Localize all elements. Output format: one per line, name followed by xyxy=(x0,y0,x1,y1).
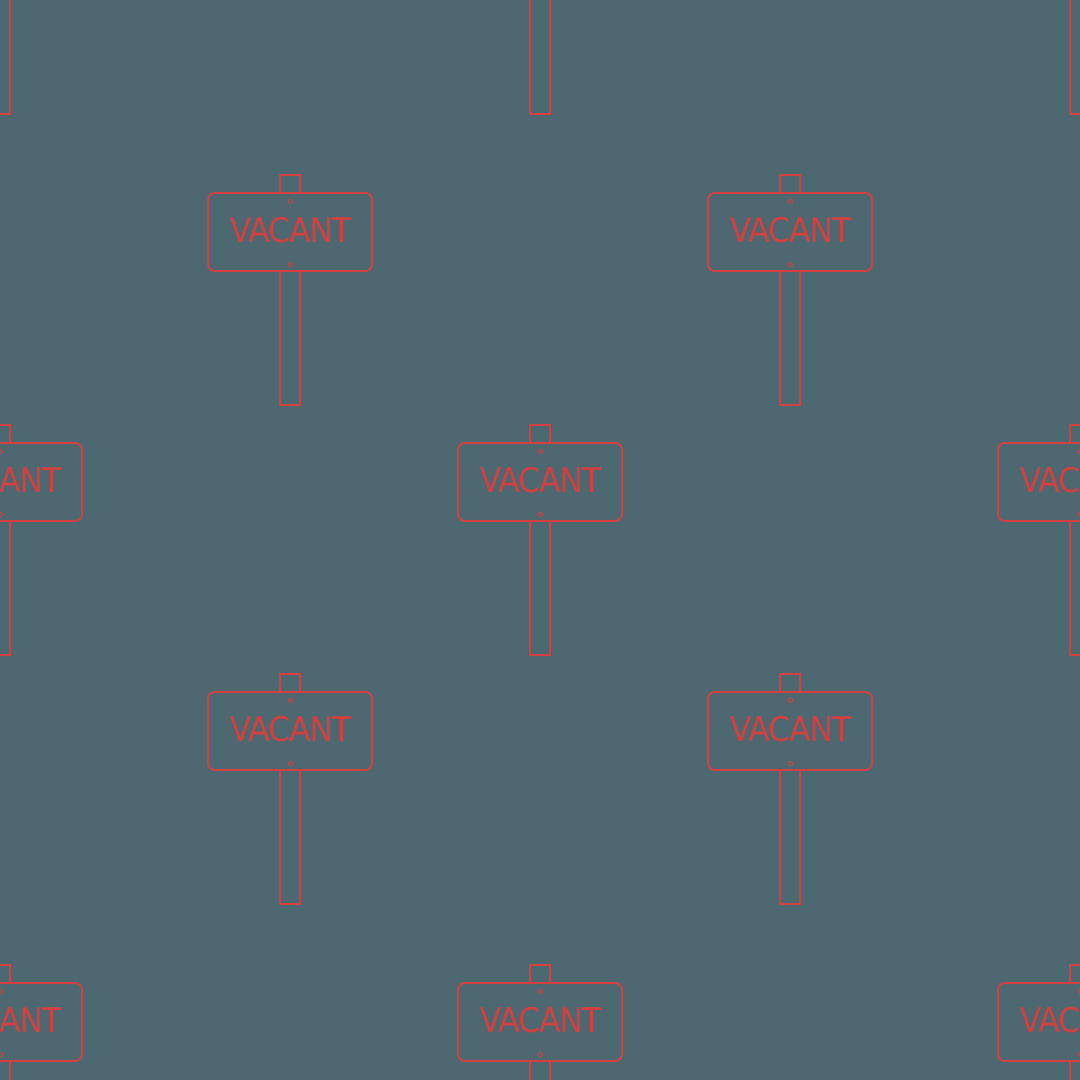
sign-post xyxy=(279,771,301,905)
sign-board: VACANT xyxy=(707,192,873,272)
sign-post-cap xyxy=(279,174,301,192)
sign-board: VACANT xyxy=(997,442,1080,522)
sign-post-cap xyxy=(779,174,801,192)
sign-bolt-hole-top xyxy=(538,989,543,994)
sign-bolt-hole-bottom xyxy=(1078,1052,1080,1057)
sign-label: VACANT xyxy=(1019,1001,1080,1041)
vacant-sign-icon: VACANT xyxy=(997,964,1080,1080)
sign-bolt-hole-top xyxy=(788,698,793,703)
vacant-sign-icon: VACANT xyxy=(0,964,83,1080)
vacant-sign-icon: VACANT xyxy=(707,673,873,905)
sign-label: VACANT xyxy=(229,211,351,251)
sign-label: VACANT xyxy=(0,1001,61,1041)
vacant-sign-icon: VACANT xyxy=(207,673,373,905)
sign-post xyxy=(1069,0,1080,115)
sign-post-cap xyxy=(1069,964,1080,982)
sign-bolt-hole-top xyxy=(288,199,293,204)
sign-post xyxy=(0,0,11,115)
sign-post-cap xyxy=(529,424,551,442)
sign-bolt-hole-bottom xyxy=(788,262,793,267)
sign-label: VACANT xyxy=(0,461,61,501)
sign-bolt-hole-bottom xyxy=(1078,512,1080,517)
sign-label: VACANT xyxy=(229,710,351,750)
sign-post xyxy=(0,1062,11,1080)
sign-post xyxy=(0,522,11,656)
sign-bolt-hole-top xyxy=(288,698,293,703)
vacant-sign-icon: VACANT xyxy=(457,0,623,115)
sign-board: VACANT xyxy=(457,442,623,522)
sign-bolt-hole-bottom xyxy=(0,1052,3,1057)
sign-post-cap xyxy=(779,673,801,691)
sign-post xyxy=(1069,522,1080,656)
sign-bolt-hole-top xyxy=(0,989,3,994)
sign-post xyxy=(529,0,551,115)
sign-board: VACANT xyxy=(207,192,373,272)
vacant-sign-icon: VACANT xyxy=(0,424,83,656)
vacant-sign-icon: VACANT xyxy=(207,174,373,406)
sign-post xyxy=(529,1062,551,1080)
sign-label: VACANT xyxy=(479,1001,601,1041)
vacant-sign-icon: VACANT xyxy=(457,964,623,1080)
sign-bolt-hole-top xyxy=(1078,989,1080,994)
sign-bolt-hole-bottom xyxy=(788,761,793,766)
sign-board: VACANT xyxy=(0,442,83,522)
vacant-sign-icon: VACANT xyxy=(997,424,1080,656)
vacant-sign-icon: VACANT xyxy=(457,424,623,656)
sign-bolt-hole-bottom xyxy=(0,512,3,517)
sign-post xyxy=(279,272,301,406)
vacant-sign-icon: VACANT xyxy=(997,0,1080,115)
sign-bolt-hole-bottom xyxy=(538,512,543,517)
sign-label: VACANT xyxy=(729,211,851,251)
sign-post-cap xyxy=(1069,424,1080,442)
sign-board: VACANT xyxy=(707,691,873,771)
vacant-sign-icon: VACANT xyxy=(0,0,83,115)
sign-bolt-hole-bottom xyxy=(538,1052,543,1057)
sign-post-cap xyxy=(0,964,11,982)
sign-post-cap xyxy=(529,964,551,982)
vacant-sign-icon: VACANT xyxy=(707,174,873,406)
sign-bolt-hole-bottom xyxy=(288,761,293,766)
sign-label: VACANT xyxy=(729,710,851,750)
sign-bolt-hole-top xyxy=(1078,449,1080,454)
sign-post xyxy=(779,771,801,905)
sign-bolt-hole-top xyxy=(0,449,3,454)
sign-post xyxy=(1069,1062,1080,1080)
sign-post xyxy=(529,522,551,656)
sign-bolt-hole-top xyxy=(788,199,793,204)
sign-post-cap xyxy=(279,673,301,691)
sign-bolt-hole-bottom xyxy=(288,262,293,267)
sign-label: VACANT xyxy=(1019,461,1080,501)
sign-post-cap xyxy=(0,424,11,442)
sign-label: VACANT xyxy=(479,461,601,501)
sign-board: VACANT xyxy=(457,982,623,1062)
sign-post xyxy=(779,272,801,406)
sign-board: VACANT xyxy=(997,982,1080,1062)
sign-board: VACANT xyxy=(207,691,373,771)
sign-board: VACANT xyxy=(0,982,83,1062)
sign-bolt-hole-top xyxy=(538,449,543,454)
